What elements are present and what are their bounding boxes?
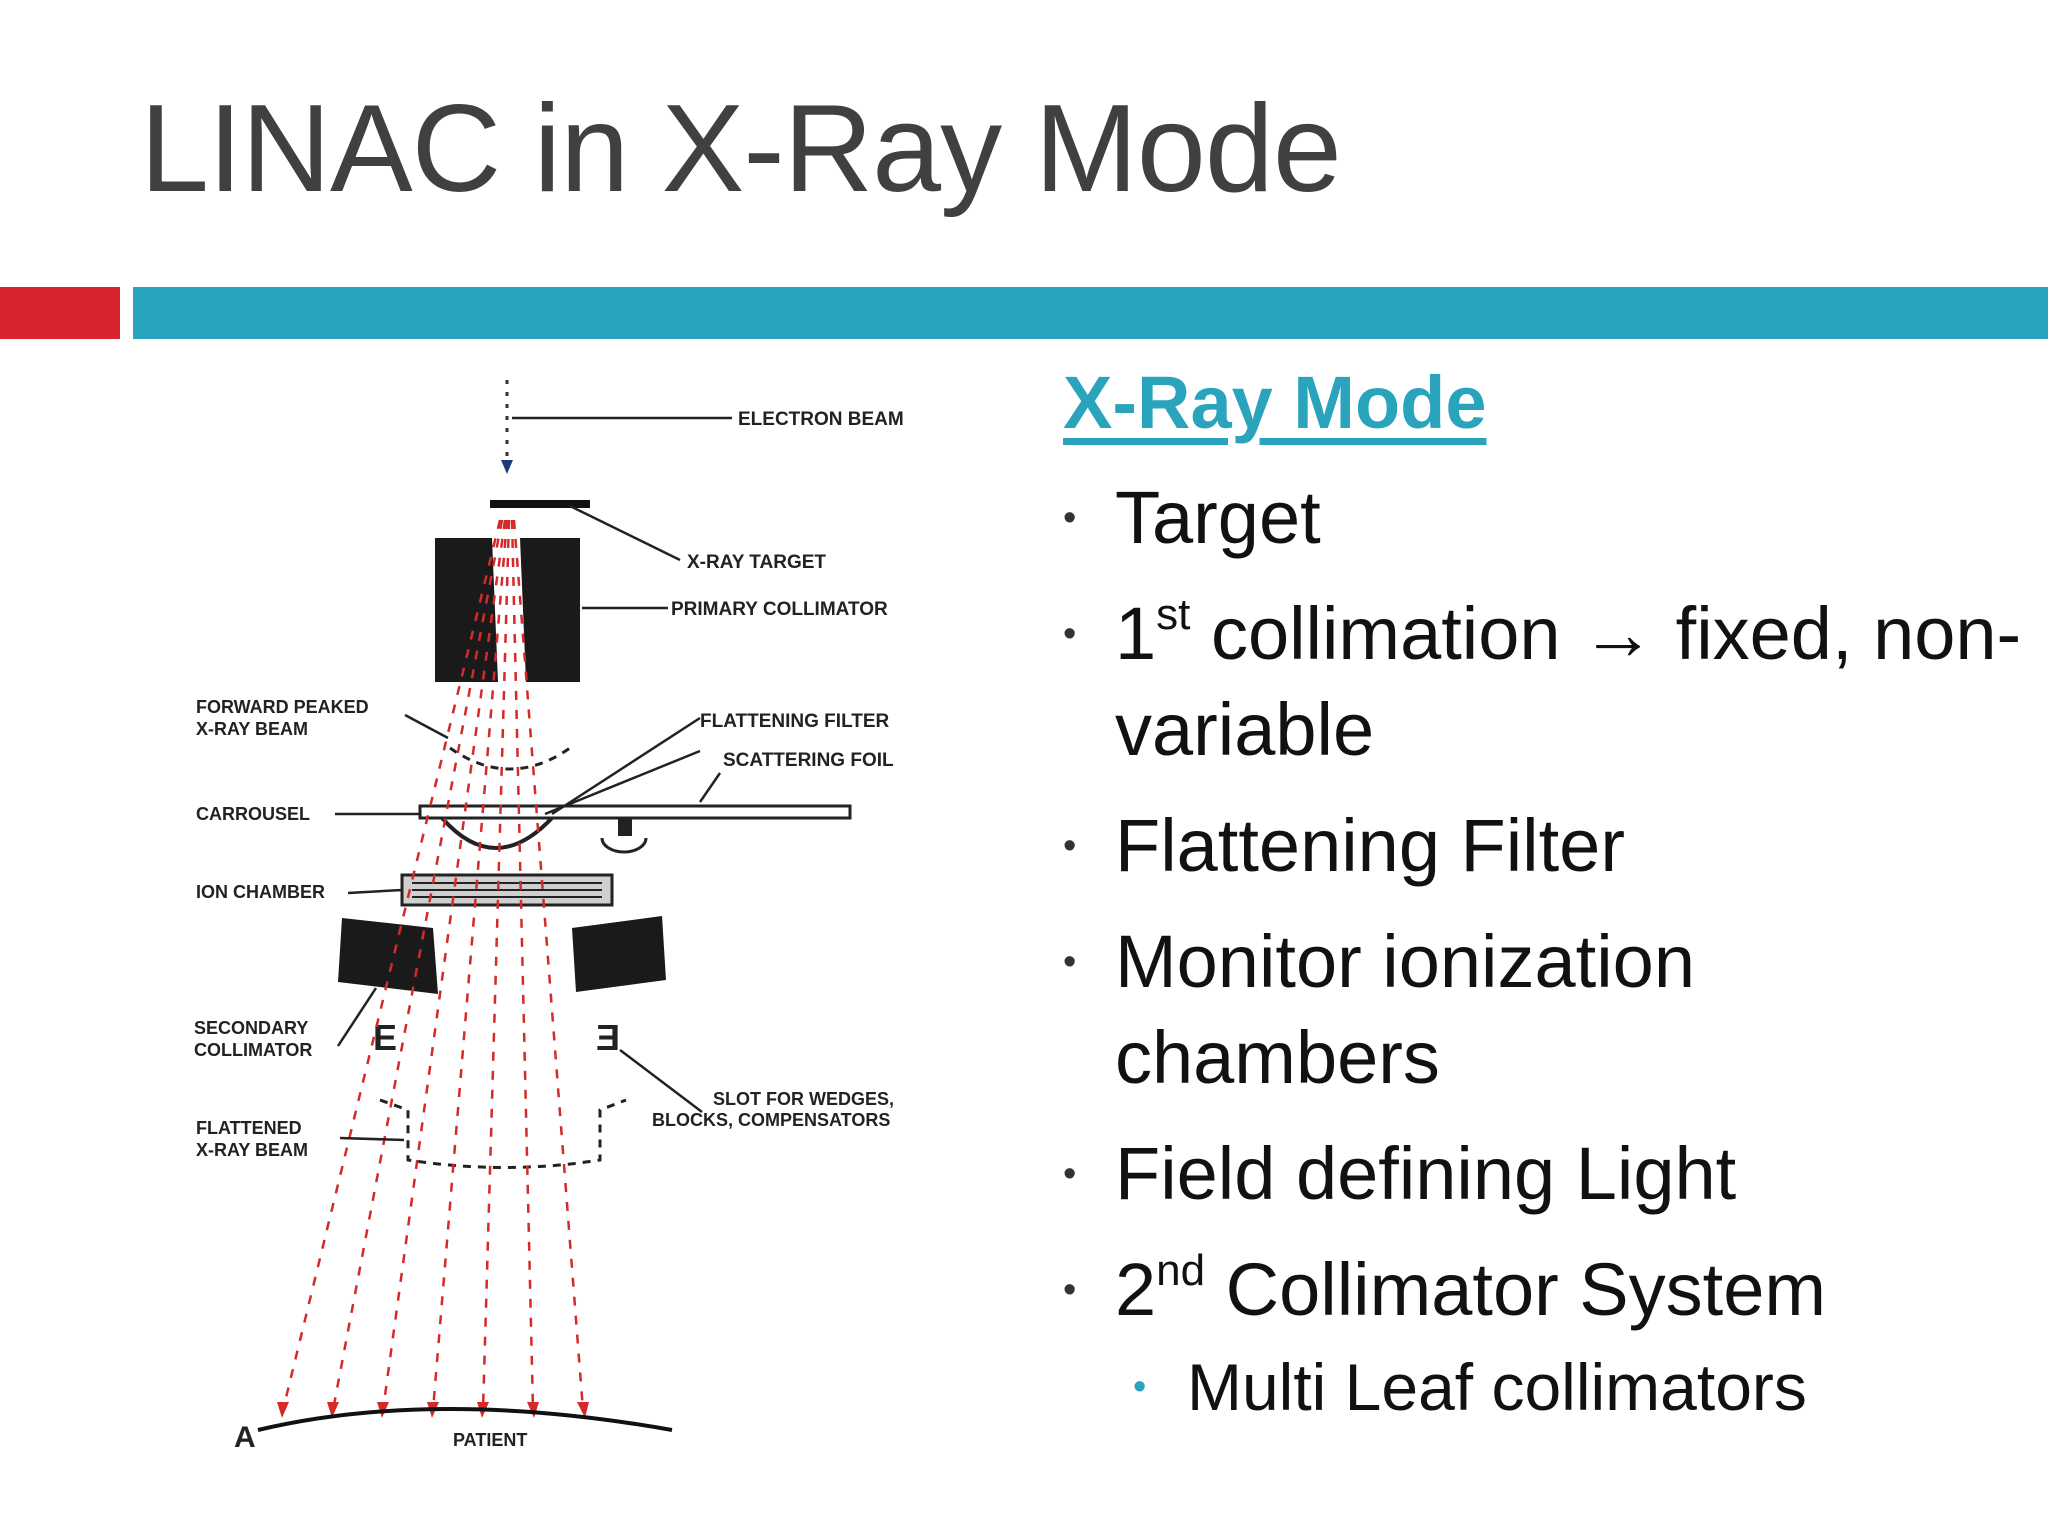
slot-bracket-right: Ǝ <box>596 1017 620 1058</box>
flattened-beam-outline <box>379 1098 627 1169</box>
bullet-dot: • <box>1063 613 1077 655</box>
xray-beam-arrowheads <box>277 1402 589 1418</box>
carrousel-plate <box>418 804 852 820</box>
xray-beam-rays <box>281 519 585 1411</box>
bullet-text: Target <box>1115 476 1321 559</box>
label-flattening-filter: FLATTENING FILTER <box>700 711 890 732</box>
label-secondary-2: COLLIMATOR <box>194 1040 312 1060</box>
bullet-dot: • <box>1063 1269 1077 1311</box>
secondary-collimator-right <box>572 916 666 992</box>
carrousel-knob <box>618 818 632 836</box>
label-electron-beam: ELECTRON BEAM <box>738 409 904 430</box>
label-flattened-2: X-RAY BEAM <box>196 1140 308 1160</box>
label-secondary-1: SECONDARY <box>194 1018 308 1038</box>
bullet-monitor-chambers: • Monitor ionization chambers <box>1063 914 2023 1106</box>
bullet-ordinal: nd <box>1156 1246 1206 1295</box>
bullet-second-collimator: • 2nd Collimator System <box>1063 1242 2023 1338</box>
accent-bar-red <box>0 287 120 339</box>
mode-heading[interactable]: X-Ray Mode <box>1063 361 1487 444</box>
bullet-text: Collimator System <box>1205 1248 1827 1331</box>
bullet-dot: • <box>1063 825 1077 867</box>
bullet-dot: • <box>1063 941 1077 983</box>
bullet-dot: • <box>1063 1153 1077 1195</box>
flattening-filter <box>440 816 554 850</box>
xray-target <box>490 500 590 508</box>
bullet-text: Flattening Filter <box>1115 804 1625 887</box>
secondary-collimator-left <box>338 918 438 994</box>
label-slot-1: SLOT FOR WEDGES, <box>713 1089 894 1109</box>
label-panel-a: A <box>234 1421 256 1454</box>
label-carrousel: CARROUSEL <box>196 804 310 824</box>
label-xray-target: X-RAY TARGET <box>687 552 826 573</box>
label-scattering-foil: SCATTERING FOIL <box>723 750 894 771</box>
bullet-dot: • <box>1063 497 1077 539</box>
leader-scattering-foil <box>698 772 722 803</box>
bullet-text: Monitor ionization chambers <box>1115 920 1695 1099</box>
label-ion-chamber: ION CHAMBER <box>196 882 325 902</box>
carrousel-rotation <box>600 837 648 854</box>
bullet-text: collimation → fixed, non-variable <box>1115 592 2022 771</box>
bullet-flattening-filter: • Flattening Filter <box>1063 798 2023 894</box>
bullet-target: • Target <box>1063 470 2023 566</box>
ion-chamber-plates <box>412 882 602 898</box>
sub-bullet-text: Multi Leaf collimators <box>1187 1350 1807 1424</box>
bullet-text: Field defining Light <box>1115 1132 1737 1215</box>
forward-peaked-outline <box>449 746 571 771</box>
accent-bar-teal <box>133 287 2048 339</box>
sub-bullet-dot: • <box>1133 1366 1147 1408</box>
linac-diagram: E Ǝ ELECTRON BEAM X-RAY TARG <box>194 380 904 1454</box>
primary-collimator-left <box>435 538 498 682</box>
label-flattened-1: FLATTENED <box>196 1118 302 1138</box>
label-patient: PATIENT <box>453 1430 527 1450</box>
sub-bullet-mlc: • Multi Leaf collimators <box>1063 1344 2023 1430</box>
bullet-ordinal: st <box>1156 590 1191 639</box>
label-primary-collimator: PRIMARY COLLIMATOR <box>671 599 888 620</box>
label-forward-peaked-2: X-RAY BEAM <box>196 719 308 739</box>
bullet-list: • Target • 1st collimation → fixed, non-… <box>1063 470 2023 1430</box>
primary-collimator-right <box>520 538 580 682</box>
electron-beam-arrow <box>501 460 513 474</box>
patient-surface <box>257 1407 673 1432</box>
bullet-number: 1 <box>1115 592 1157 675</box>
label-leader-lines <box>335 416 732 1142</box>
slide-title: LINAC in X-Ray Mode <box>140 80 1342 218</box>
label-slot-2: BLOCKS, COMPENSATORS <box>652 1110 890 1130</box>
bullet-number: 2 <box>1115 1248 1157 1331</box>
bullet-field-light: • Field defining Light <box>1063 1126 2023 1222</box>
label-forward-peaked-1: FORWARD PEAKED <box>196 697 369 717</box>
bullet-first-collimation: • 1st collimation → fixed, non-variable <box>1063 586 2023 778</box>
